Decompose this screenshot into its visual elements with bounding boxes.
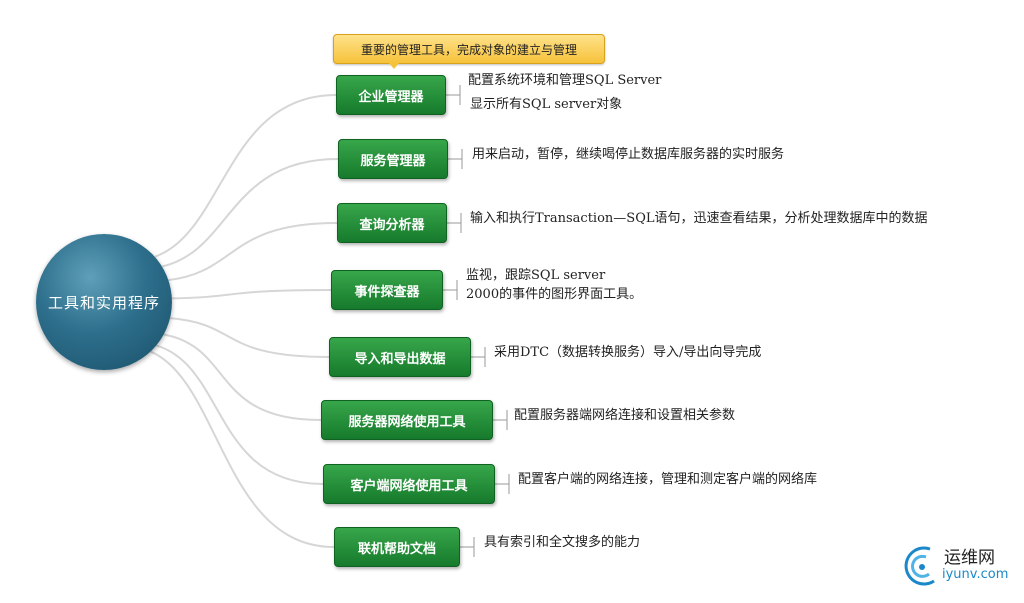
branch-label: 查询分析器: [359, 217, 425, 233]
callout-note: 重要的管理工具，完成对象的建立与管理: [333, 34, 605, 64]
branch-label: 事件探查器: [354, 284, 420, 300]
callout-pointer: [388, 62, 400, 69]
desc-client-network-tool: 配置客户端的网络连接，管理和测定客户端的网络库: [518, 472, 818, 487]
branch-label: 企业管理器: [358, 89, 424, 105]
branch-connector: [154, 94, 337, 258]
branch-label: 服务器网络使用工具: [348, 414, 466, 430]
desc-event-profiler-1: 监视，跟踪SQL server: [466, 268, 606, 283]
branch-query-analyzer[interactable]: 查询分析器: [337, 203, 447, 243]
desc-event-profiler-2: 2000的事件的图形界面工具。: [466, 287, 643, 302]
desc-online-help: 具有索引和全文搜多的能力: [484, 535, 641, 550]
callout-text: 重要的管理工具，完成对象的建立与管理: [360, 42, 577, 57]
branch-connector: [161, 158, 339, 268]
branch-label: 服务管理器: [360, 153, 426, 169]
central-topic[interactable]: 工具和实用程序: [36, 234, 172, 370]
branch-client-network-tool[interactable]: 客户端网络使用工具: [323, 464, 495, 504]
branch-connector: [156, 344, 324, 485]
desc-bracket: [443, 280, 458, 300]
watermark-url: iyunv.com: [942, 567, 1009, 582]
desc-bracket: [493, 410, 508, 430]
branch-connector: [150, 350, 335, 548]
desc-bracket: [460, 537, 475, 557]
branch-connector: [163, 333, 322, 421]
desc-bracket: [448, 149, 463, 169]
central-topic-label: 工具和实用程序: [47, 293, 160, 312]
branch-import-export[interactable]: 导入和导出数据: [329, 337, 471, 377]
desc-bracket: [446, 85, 461, 105]
wifi-swirl-icon: [904, 546, 935, 586]
desc-bracket: [495, 474, 510, 494]
desc-bracket: [471, 347, 486, 367]
branch-enterprise-manager[interactable]: 企业管理器: [336, 75, 446, 115]
branch-online-help[interactable]: 联机帮助文档: [334, 527, 460, 567]
desc-enterprise-manager-1: 配置系统环境和管理SQL Server: [468, 73, 662, 88]
desc-query-analyzer: 输入和执行Transaction—SQL语句，迅速查看结果，分析处理数据库中的数…: [470, 211, 928, 226]
branch-connector: [168, 222, 338, 282]
watermark-name: 运维网: [944, 548, 995, 568]
branch-server-network-tool[interactable]: 服务器网络使用工具: [321, 400, 493, 440]
desc-bracket: [447, 213, 462, 233]
desc-enterprise-manager-2: 显示所有SQL server对象: [470, 97, 623, 112]
branch-connector: [169, 317, 330, 358]
desc-service-manager: 用来启动，暂停，继续喝停止数据库服务器的实时服务: [472, 147, 785, 162]
branch-service-manager[interactable]: 服务管理器: [338, 139, 448, 179]
branch-event-profiler[interactable]: 事件探查器: [331, 270, 443, 310]
branch-label: 联机帮助文档: [357, 541, 436, 557]
desc-server-network-tool: 配置服务器端网络连接和设置相关参数: [514, 408, 736, 423]
branch-connector: [171, 289, 332, 300]
desc-import-export: 采用DTC（数据转换服务）导入/导出向导完成: [494, 345, 762, 360]
branch-label: 导入和导出数据: [354, 351, 446, 367]
branch-label: 客户端网络使用工具: [350, 478, 468, 494]
watermark-logo: 运维网 iyunv.com: [900, 541, 1010, 593]
